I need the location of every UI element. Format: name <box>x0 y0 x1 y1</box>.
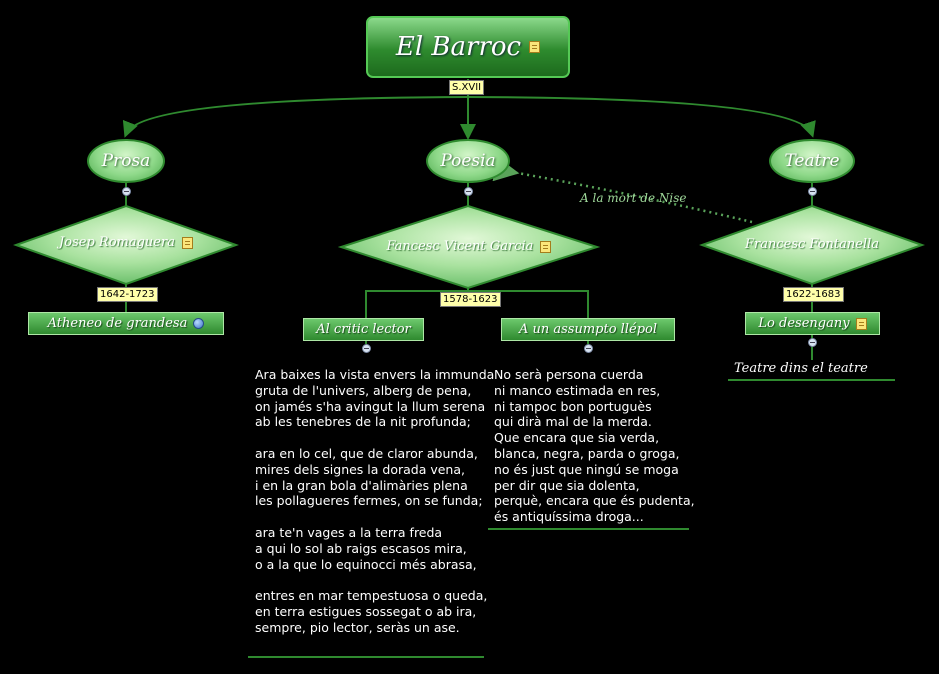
collapse-toggle-prosa[interactable] <box>122 187 131 196</box>
note-icon[interactable] <box>855 317 867 330</box>
subwork-underline <box>728 379 895 381</box>
author-fontanella-label: Francesc Fontanella <box>744 237 880 252</box>
root-node[interactable]: El Barroc <box>366 16 570 78</box>
work-atheneo-label: Atheneo de grandesa <box>47 316 188 331</box>
period-label: S.XVII <box>449 80 485 95</box>
author-romaguera[interactable]: Josep Romaguera <box>16 235 236 250</box>
branch-prosa[interactable]: Prosa <box>87 139 165 183</box>
branch-prosa-label: Prosa <box>101 151 151 171</box>
branch-teatre-label: Teatre <box>784 151 840 171</box>
subwork-teatre-dins-teatre[interactable]: Teatre dins el teatre <box>734 361 868 376</box>
branch-teatre[interactable]: Teatre <box>769 139 855 183</box>
globe-icon[interactable] <box>193 318 205 329</box>
root-title: El Barroc <box>395 32 522 62</box>
collapse-toggle-poesia[interactable] <box>464 187 473 196</box>
author-garcia-label: Fancesc Vicent Garcia <box>386 239 534 254</box>
note-icon[interactable] <box>181 236 193 249</box>
collapse-toggle-teatre[interactable] <box>808 187 817 196</box>
work-al-critic-lector[interactable]: Al critic lector <box>303 318 424 341</box>
poem-assumpto-underline <box>488 528 689 530</box>
dates-garcia: 1578-1623 <box>440 292 501 307</box>
poem-critic-underline <box>248 656 484 658</box>
work-desengany[interactable]: Lo desengany <box>745 312 880 335</box>
author-romaguera-label: Josep Romaguera <box>59 235 175 250</box>
poem-al-critic-lector: Ara baixes la vista envers la immunda gr… <box>255 367 495 635</box>
author-fontanella[interactable]: Francesc Fontanella <box>702 237 922 252</box>
collapse-toggle-desengany[interactable] <box>808 338 817 347</box>
author-garcia[interactable]: Fancesc Vicent Garcia <box>341 239 597 254</box>
poem-assumpto-llepol: No serà persona cuerda ni manco estimada… <box>494 367 695 525</box>
collapse-toggle-assumpto[interactable] <box>584 344 593 353</box>
work-assumpto-llepol[interactable]: A un assumpto llépol <box>501 318 675 341</box>
work-al-critic-lector-label: Al critic lector <box>316 322 411 337</box>
branch-poesia-label: Poesia <box>440 151 496 171</box>
dates-romaguera: 1642-1723 <box>97 287 158 302</box>
note-icon[interactable] <box>529 41 541 53</box>
note-icon[interactable] <box>540 240 552 253</box>
work-assumpto-llepol-label: A un assumpto llépol <box>518 322 657 337</box>
dates-fontanella: 1622-1683 <box>783 287 844 302</box>
cross-link-label: A la mort de Nise <box>580 191 687 205</box>
branch-poesia[interactable]: Poesia <box>426 139 510 183</box>
work-atheneo[interactable]: Atheneo de grandesa <box>28 312 224 335</box>
collapse-toggle-critic[interactable] <box>362 344 371 353</box>
work-desengany-label: Lo desengany <box>758 316 850 331</box>
